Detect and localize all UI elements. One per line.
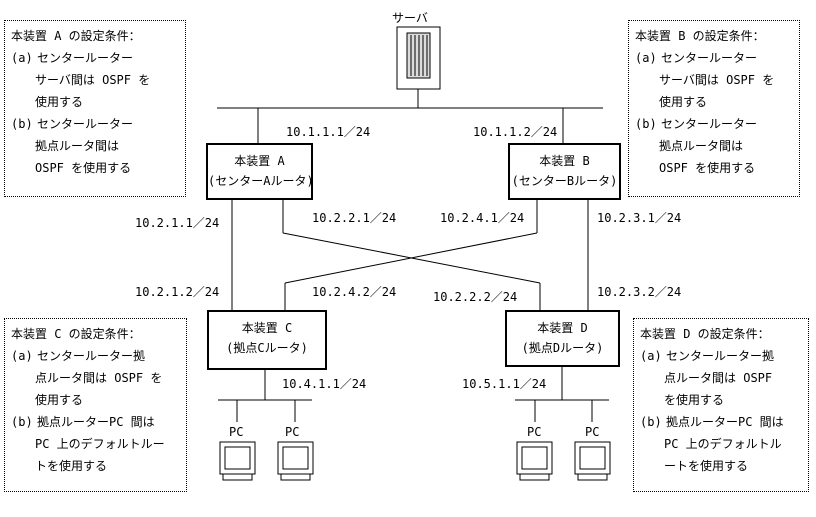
ip-b-to-c: 10.2.4.1／24: [440, 211, 525, 225]
note-text: センタールーター: [37, 51, 134, 65]
note-text: サーバ間は OSPF を: [35, 73, 151, 87]
note-item-label: (b): [635, 117, 657, 131]
note-text: 使用する: [35, 95, 84, 109]
note-device-a: 本装置 A の設定条件： (a) センタールーター サーバ間は OSPF を 使用…: [4, 20, 186, 197]
note-title: 本装置 C の設定条件：: [11, 327, 141, 341]
ip-d-from-b: 10.2.3.2／24: [597, 285, 682, 299]
note-title: 本装置 D の設定条件：: [640, 327, 770, 341]
note-item-label: (a): [640, 349, 662, 363]
note-item-label: (a): [11, 51, 33, 65]
pc-label: PC: [527, 425, 542, 439]
pc-icon: [574, 441, 611, 481]
note-text: 拠点ルータ間は: [659, 139, 744, 153]
server-label: サーバ: [392, 11, 428, 25]
note-text: OSPF を使用する: [659, 161, 756, 175]
note-text: を使用する: [664, 393, 725, 407]
ip-c-from-b: 10.2.4.2／24: [312, 285, 397, 299]
note-text: PC 上のデフォルトルー: [35, 437, 165, 451]
note-text: トを使用する: [35, 459, 108, 473]
note-text: センタールーター拠: [37, 349, 146, 363]
device-a-name: 本装置 A: [234, 154, 285, 168]
ip-b-to-d: 10.2.3.1／24: [597, 211, 682, 225]
note-item-label: (b): [640, 415, 662, 429]
device-b-name: 本装置 B: [539, 154, 590, 168]
note-text: 拠点ルーターPC 間は: [37, 415, 155, 429]
note-text: OSPF を使用する: [35, 161, 132, 175]
device-d-name: 本装置 D: [537, 321, 588, 335]
ip-d-lan: 10.5.1.1／24: [462, 377, 547, 391]
pc-label: PC: [229, 425, 244, 439]
ip-c-lan: 10.4.1.1／24: [282, 377, 367, 391]
note-device-b: 本装置 B の設定条件： (a) センタールーター サーバ間は OSPF を 使用…: [628, 20, 800, 197]
device-d-role: (拠点Dルータ): [521, 341, 604, 355]
note-text: 拠点ルーターPC 間は: [666, 415, 784, 429]
note-item-label: (b): [11, 117, 33, 131]
note-item-label: (a): [11, 349, 33, 363]
device-c-name: 本装置 C: [241, 321, 293, 335]
ip-c-from-a: 10.2.1.2／24: [135, 285, 220, 299]
device-a-role: (センターAルータ): [208, 174, 314, 188]
device-a: 本装置 A (センターAルータ): [206, 143, 314, 200]
note-title: 本装置 A の設定条件：: [11, 29, 141, 43]
note-text: センタールーター: [661, 117, 758, 131]
note-text: 使用する: [35, 393, 84, 407]
pc-label: PC: [285, 425, 300, 439]
note-item-label: (b): [11, 415, 33, 429]
note-device-c: 本装置 C の設定条件： (a)センタールーター拠 点ルータ間は OSPF を …: [4, 318, 187, 492]
device-b-role: (センターBルータ): [511, 174, 618, 188]
pc-label: PC: [585, 425, 600, 439]
note-device-d: 本装置 D の設定条件： (a) センタールーター拠 点ルータ間は OSPF を使…: [633, 318, 809, 492]
device-b: 本装置 B (センターBルータ): [508, 143, 621, 200]
note-text: 使用する: [659, 95, 708, 109]
ip-b-server: 10.1.1.2／24: [473, 125, 558, 139]
link-b-c-cross: [284, 232, 538, 284]
device-d: 本装置 D (拠点Dルータ): [505, 310, 620, 367]
note-text: サーバ間は OSPF を: [659, 73, 775, 87]
note-text: センタールーター拠: [666, 349, 775, 363]
note-item-label: (a): [635, 51, 657, 65]
note-text: センタールーター: [661, 51, 758, 65]
device-c: 本装置 C (拠点Cルータ): [207, 310, 327, 370]
ip-a-server: 10.1.1.1／24: [286, 125, 371, 139]
note-title: 本装置 B の設定条件：: [635, 29, 765, 43]
ip-a-to-c: 10.2.1.1／24: [135, 216, 220, 230]
device-c-role: (拠点Cルータ): [226, 341, 308, 355]
note-text: 点ルータ間は OSPF: [664, 371, 773, 385]
ip-d-from-a: 10.2.2.2／24: [433, 290, 518, 304]
ip-a-to-d: 10.2.2.1／24: [312, 211, 397, 225]
pc-icon: [277, 441, 314, 481]
note-text: PC 上のデフォルトル: [664, 437, 782, 451]
note-text: ートを使用する: [664, 459, 749, 473]
note-text: 点ルータ間は OSPF を: [35, 371, 163, 385]
note-text: 拠点ルータ間は: [35, 139, 120, 153]
pc-icon: [219, 441, 256, 481]
note-text: センタールーター: [37, 117, 134, 131]
pc-icon: [516, 441, 553, 481]
